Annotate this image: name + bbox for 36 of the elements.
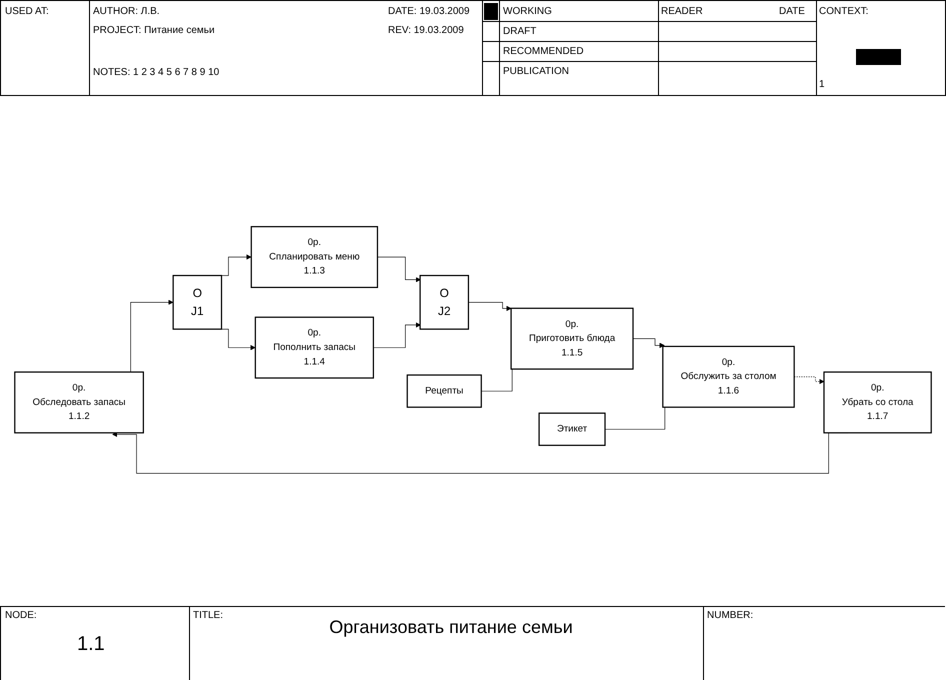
status-label: WORKING — [503, 6, 552, 17]
node-box: 0р. Пополнить запасы 1.1.4 — [254, 316, 374, 379]
field-label: CONTEXT: — [819, 6, 868, 17]
arrow — [220, 328, 256, 350]
node-box: Рецепты — [406, 374, 482, 408]
status-label: PUBLICATION — [503, 66, 569, 77]
project-field: PROJECT: Питание семьи — [93, 25, 215, 36]
arrow — [632, 338, 665, 348]
date-field: DATE: 19.03.2009 — [388, 6, 470, 17]
field-label: TITLE: — [193, 610, 224, 621]
node-box: 0р. Приготовить блюда 1.1.5 — [510, 308, 634, 370]
arrow — [468, 302, 512, 312]
field-label: NUMBER: — [707, 610, 754, 621]
field-label: DATE — [779, 6, 805, 17]
notes-field: NOTES: 1 2 3 4 5 6 7 8 9 10 — [93, 67, 220, 78]
field-label: READER — [661, 6, 703, 17]
node-box: 0р. Обследовать запасы 1.1.2 — [14, 371, 144, 434]
status-label: RECOMMENDED — [503, 46, 584, 57]
node-box: O J1 — [172, 274, 222, 330]
node-number: 1.1 — [77, 633, 105, 656]
author-field: AUTHOR: Л.В. — [93, 6, 160, 17]
arrow — [794, 376, 824, 384]
field-label: NODE: — [5, 610, 37, 621]
status-label: DRAFT — [503, 26, 536, 37]
node-box: 0р. Обслужить за столом 1.1.6 — [662, 346, 795, 408]
revision-field: REV: 19.03.2009 — [388, 25, 464, 36]
node-box: 0р. Убрать со стола 1.1.7 — [823, 371, 932, 434]
node-box: O J2 — [420, 274, 470, 330]
arrow — [373, 322, 421, 348]
node-box: Этикет — [538, 412, 606, 446]
diagram-title: Организовать питание семьи — [328, 617, 574, 638]
context-number: 1 — [819, 79, 825, 90]
node-box: 0р. Спланировать меню 1.1.3 — [250, 226, 378, 288]
arrow — [377, 256, 421, 282]
field-label: USED AT: — [5, 6, 49, 17]
arrow — [220, 254, 252, 276]
